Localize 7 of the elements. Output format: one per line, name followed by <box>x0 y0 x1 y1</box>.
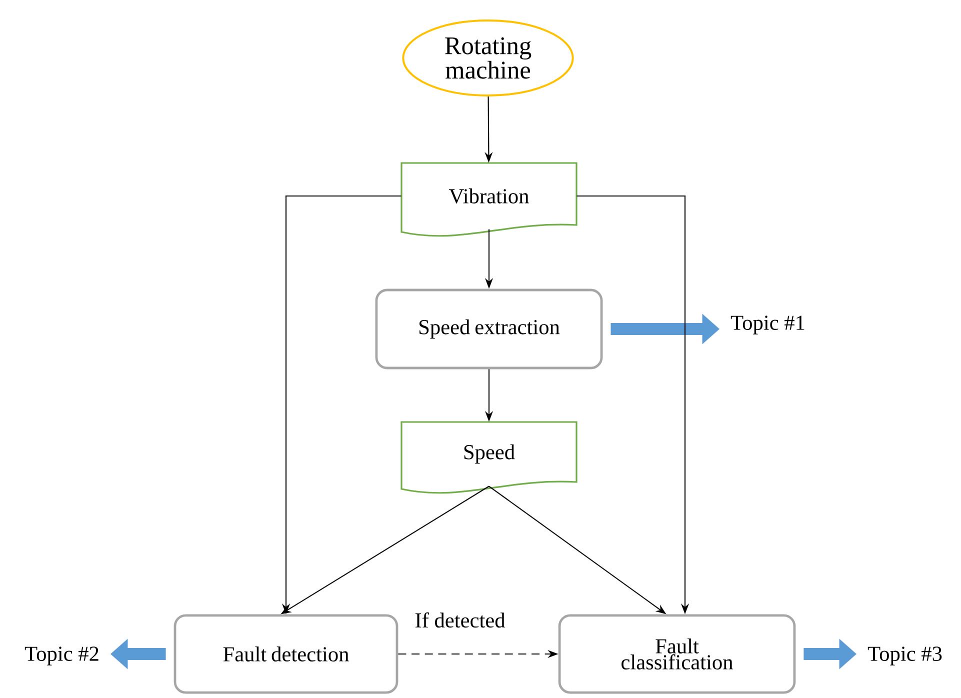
process-box: Speed extraction <box>375 288 603 370</box>
topic-label: Topic #2 <box>24 646 98 666</box>
process-box: Fault classification <box>558 614 796 694</box>
process-box: Fault detection <box>174 614 398 694</box>
topic-label: Topic #1 <box>730 316 804 334</box>
topic-label: Topic #3 <box>868 646 942 666</box>
edge-label: If detected <box>412 610 508 630</box>
